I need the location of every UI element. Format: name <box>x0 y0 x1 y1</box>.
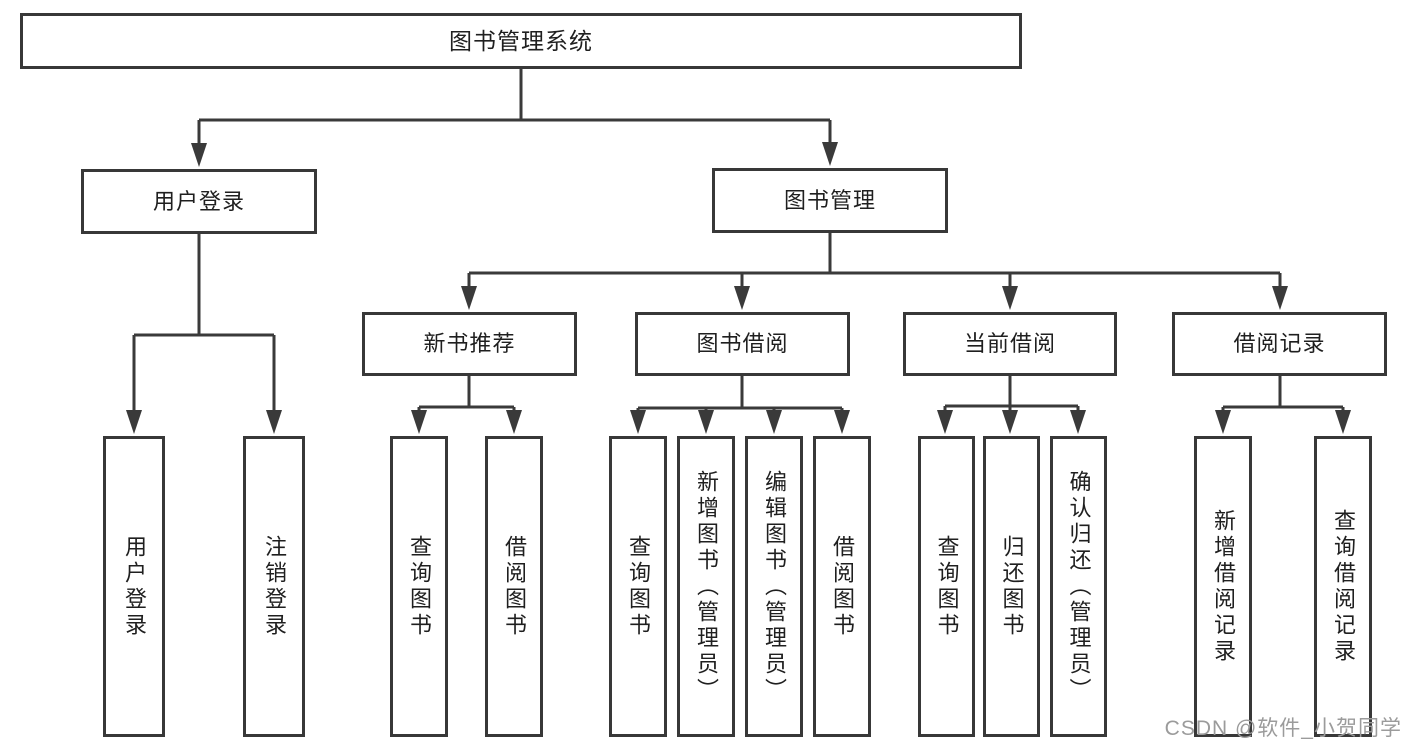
leaf-borrow-books-recommend: 借阅图书 <box>485 436 543 737</box>
node-user-login: 用户登录 <box>81 169 317 234</box>
leaf-add-book-admin: 新增图书（管理员） <box>677 436 735 737</box>
node-new-book-recommendation: 新书推荐 <box>362 312 577 376</box>
leaf-user-login: 用户登录 <box>103 436 165 737</box>
leaf-confirm-return-admin: 确认归还（管理员） <box>1050 436 1107 737</box>
node-library-system: 图书管理系统 <box>20 13 1022 69</box>
leaf-add-borrow-record: 新增借阅记录 <box>1194 436 1252 737</box>
node-book-borrowing: 图书借阅 <box>635 312 850 376</box>
leaf-query-books-recommend: 查询图书 <box>390 436 448 737</box>
node-borrowing-records: 借阅记录 <box>1172 312 1387 376</box>
node-book-management: 图书管理 <box>712 168 948 233</box>
leaf-query-borrow-record: 查询借阅记录 <box>1314 436 1372 737</box>
leaf-borrow-books: 借阅图书 <box>813 436 871 737</box>
csdn-watermark: CSDN @软件_小贺同学 <box>1164 717 1402 740</box>
leaf-query-books-borrow: 查询图书 <box>609 436 667 737</box>
leaf-logout: 注销登录 <box>243 436 305 737</box>
leaf-query-books-current: 查询图书 <box>918 436 975 737</box>
leaf-return-book: 归还图书 <box>983 436 1040 737</box>
node-current-borrowing: 当前借阅 <box>903 312 1117 376</box>
leaf-edit-book-admin: 编辑图书（管理员） <box>745 436 803 737</box>
